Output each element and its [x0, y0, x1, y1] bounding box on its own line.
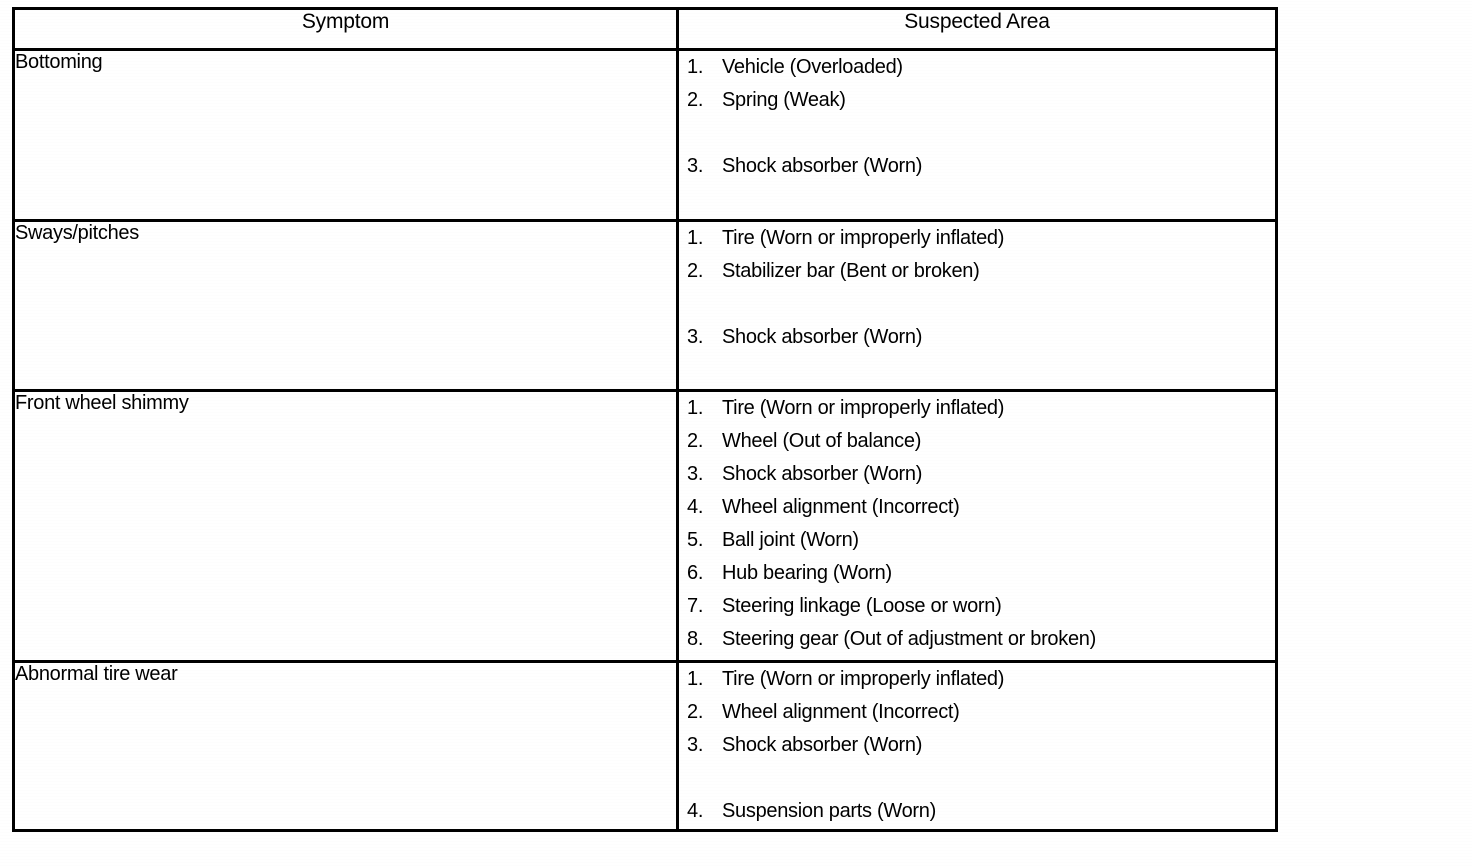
- suspected-area-list: 1. Tire (Worn or improperly inflated) 2.…: [679, 222, 1275, 354]
- column-header-suspected-area: Suspected Area: [676, 7, 1278, 51]
- symptom-label: Abnormal tire wear: [15, 663, 178, 685]
- list-item: 3. Shock absorber (Worn): [679, 729, 1275, 762]
- list-item-number: 1.: [687, 668, 704, 690]
- list-item-text: Hub bearing (Worn): [722, 562, 892, 584]
- list-item-text: Spring (Weak): [722, 89, 846, 111]
- list-item-number: 4.: [687, 800, 704, 822]
- list-item-text: Tire (Worn or improperly inflated): [722, 397, 1005, 419]
- suspected-area-list: 1. Tire (Worn or improperly inflated) 2.…: [679, 663, 1275, 828]
- list-item: 3. Shock absorber (Worn): [679, 150, 1275, 183]
- troubleshooting-table: Symptom Suspected Area Bottoming 1. Vehi…: [12, 7, 1278, 832]
- list-item: 8. Steering gear (Out of adjustment or b…: [679, 623, 1275, 656]
- symptom-cell: Sways/pitches: [12, 219, 679, 392]
- list-item-text: Tire (Worn or improperly inflated): [722, 227, 1005, 249]
- list-item-number: 2.: [687, 260, 704, 282]
- symptom-cell: Bottoming: [12, 48, 679, 222]
- suspected-area-list: 1. Tire (Worn or improperly inflated) 2.…: [679, 392, 1275, 656]
- list-item-number: 1.: [687, 227, 704, 249]
- list-item-text: Steering gear (Out of adjustment or brok…: [722, 628, 1096, 650]
- suspected-area-cell: 1. Tire (Worn or improperly inflated) 2.…: [676, 660, 1278, 832]
- list-item: 1. Vehicle (Overloaded): [679, 51, 1275, 84]
- list-item: 2. Wheel (Out of balance): [679, 425, 1275, 458]
- list-item: 5. Ball joint (Worn): [679, 524, 1275, 557]
- column-header-suspected-area-label: Suspected Area: [904, 10, 1050, 33]
- list-item: 3. Shock absorber (Worn): [679, 458, 1275, 491]
- list-item-text: Tire (Worn or improperly inflated): [722, 668, 1005, 690]
- list-item-number: 7.: [687, 595, 704, 617]
- list-item-number: 8.: [687, 628, 704, 650]
- list-item: 3. Shock absorber (Worn): [679, 321, 1275, 354]
- list-item-text: Stabilizer bar (Bent or broken): [722, 260, 980, 282]
- table-header: Symptom Suspected Area: [12, 7, 1278, 51]
- list-item-text: Steering linkage (Loose or worn): [722, 595, 1002, 617]
- list-item-text: Suspension parts (Worn): [722, 800, 936, 822]
- header-row: Symptom Suspected Area: [12, 7, 1278, 51]
- table-row: Front wheel shimmy 1. Tire (Worn or impr…: [12, 389, 1278, 663]
- suspected-area-cell: 1. Vehicle (Overloaded) 2. Spring (Weak)…: [676, 48, 1278, 222]
- symptom-cell: Front wheel shimmy: [12, 389, 679, 663]
- list-item: 2. Stabilizer bar (Bent or broken): [679, 255, 1275, 288]
- list-item-text: Shock absorber (Worn): [722, 734, 923, 756]
- symptom-label: Bottoming: [15, 51, 103, 73]
- list-item-number: 1.: [687, 56, 704, 78]
- list-item: 1. Tire (Worn or improperly inflated): [679, 392, 1275, 425]
- list-item: 6. Hub bearing (Worn): [679, 557, 1275, 590]
- list-item-text: Shock absorber (Worn): [722, 463, 923, 485]
- list-item-number: 3.: [687, 463, 704, 485]
- list-item-number: 2.: [687, 89, 704, 111]
- symptom-cell: Abnormal tire wear: [12, 660, 679, 832]
- list-item: 2. Wheel alignment (Incorrect): [679, 696, 1275, 729]
- list-item: 4. Wheel alignment (Incorrect): [679, 491, 1275, 524]
- list-item-number: 2.: [687, 701, 704, 723]
- list-item-text: Shock absorber (Worn): [722, 326, 923, 348]
- list-item-number: 3.: [687, 155, 704, 177]
- list-item-number: 4.: [687, 496, 704, 518]
- list-item: 7. Steering linkage (Loose or worn): [679, 590, 1275, 623]
- list-item: 2. Spring (Weak): [679, 84, 1275, 117]
- list-item-text: Wheel (Out of balance): [722, 430, 922, 452]
- column-header-symptom: Symptom: [12, 7, 679, 51]
- table-row: Abnormal tire wear 1. Tire (Worn or impr…: [12, 660, 1278, 832]
- list-item: 4. Suspension parts (Worn): [679, 795, 1275, 828]
- symptom-label: Sways/pitches: [15, 222, 139, 244]
- table-row: Bottoming 1. Vehicle (Overloaded) 2. Spr…: [12, 48, 1278, 222]
- list-item-number: 3.: [687, 734, 704, 756]
- list-item-text: Ball joint (Worn): [722, 529, 859, 551]
- list-item: 1. Tire (Worn or improperly inflated): [679, 663, 1275, 696]
- list-item: 1. Tire (Worn or improperly inflated): [679, 222, 1275, 255]
- suspected-area-cell: 1. Tire (Worn or improperly inflated) 2.…: [676, 389, 1278, 663]
- list-item-number: 6.: [687, 562, 704, 584]
- list-item-text: Vehicle (Overloaded): [722, 56, 903, 78]
- list-item-text: Wheel alignment (Incorrect): [722, 496, 960, 518]
- column-header-symptom-label: Symptom: [301, 10, 390, 33]
- suspected-area-cell: 1. Tire (Worn or improperly inflated) 2.…: [676, 219, 1278, 392]
- symptom-label: Front wheel shimmy: [15, 392, 189, 414]
- list-item-text: Shock absorber (Worn): [722, 155, 923, 177]
- list-item-number: 3.: [687, 326, 704, 348]
- table-body: Bottoming 1. Vehicle (Overloaded) 2. Spr…: [12, 48, 1278, 832]
- table-row: Sways/pitches 1. Tire (Worn or improperl…: [12, 219, 1278, 392]
- list-item-number: 2.: [687, 430, 704, 452]
- suspected-area-list: 1. Vehicle (Overloaded) 2. Spring (Weak)…: [679, 51, 1275, 183]
- list-item-number: 1.: [687, 397, 704, 419]
- list-item-number: 5.: [687, 529, 704, 551]
- list-item-text: Wheel alignment (Incorrect): [722, 701, 960, 723]
